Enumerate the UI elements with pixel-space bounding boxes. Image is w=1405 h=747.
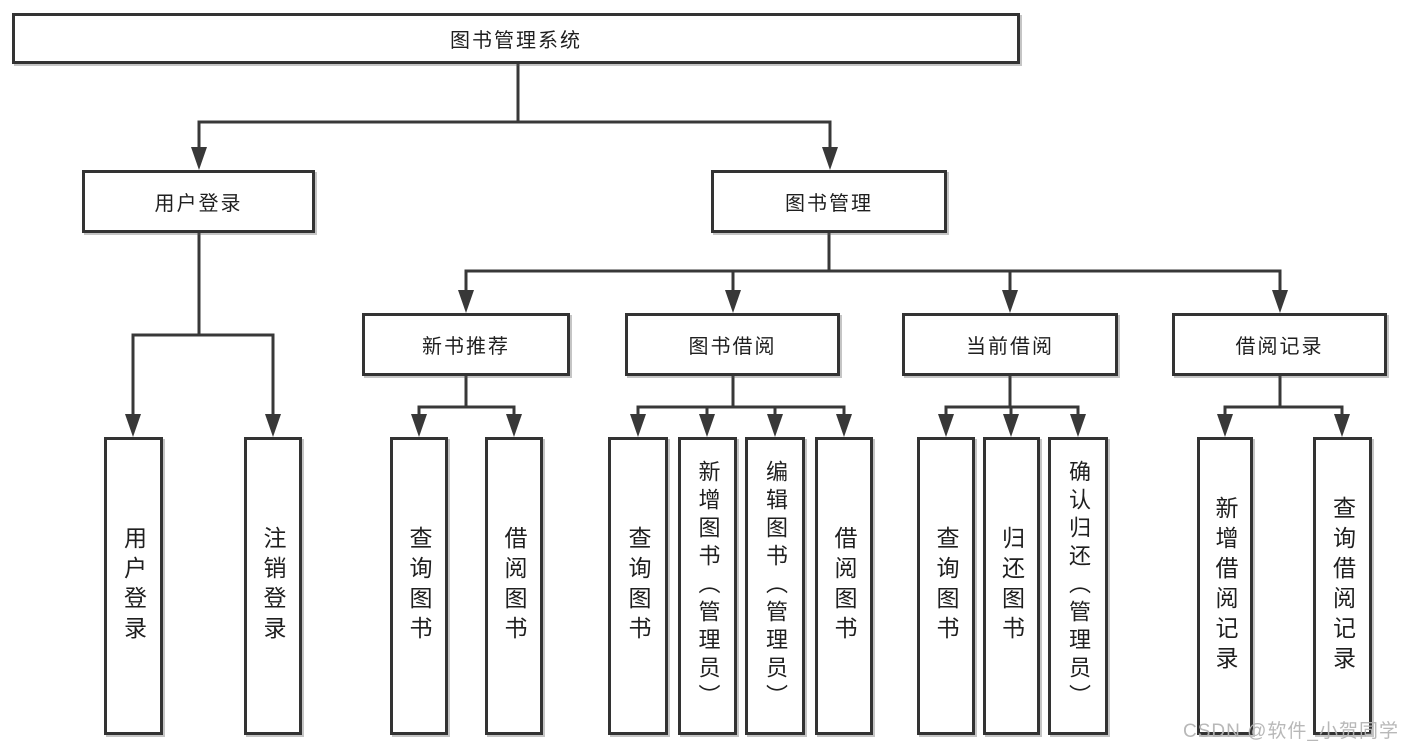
node-borrowing-records: 借阅记录 (1172, 313, 1387, 376)
leaf-borrow-books-label: 借阅图书 (831, 526, 857, 646)
node-new-book-recommendation: 新书推荐 (362, 313, 570, 376)
node-book-borrowing: 图书借阅 (625, 313, 840, 376)
leaf-query-borrow-record-label: 查询借阅记录 (1329, 496, 1356, 676)
node-library-system-label: 图书管理系统 (450, 30, 582, 52)
node-library-system: 图书管理系统 (12, 13, 1020, 64)
leaf-user-login-label: 用户登录 (120, 526, 147, 646)
leaf-query-books-borrow: 查询图书 (608, 437, 668, 735)
leaf-query-borrow-record: 查询借阅记录 (1313, 437, 1372, 735)
leaf-confirm-return-admin: 确认归还（管理员） (1048, 437, 1108, 735)
leaf-query-books-recommend: 查询图书 (390, 437, 448, 735)
leaf-return-books: 归还图书 (983, 437, 1040, 735)
leaf-add-borrow-record-label: 新增借阅记录 (1212, 496, 1238, 676)
leaf-logout: 注销登录 (244, 437, 302, 735)
leaf-query-books-current-label: 查询图书 (933, 526, 959, 646)
leaf-borrow-books: 借阅图书 (815, 437, 873, 735)
node-book-management: 图书管理 (711, 170, 947, 233)
leaf-return-books-label: 归还图书 (998, 526, 1025, 646)
leaf-logout-label: 注销登录 (260, 526, 286, 646)
node-borrowing-records-label: 借阅记录 (1235, 336, 1324, 358)
leaf-borrow-books-recommend-label: 借阅图书 (501, 526, 527, 646)
node-current-borrowing-label: 当前借阅 (966, 336, 1054, 358)
node-book-borrowing-label: 图书借阅 (688, 336, 777, 358)
node-book-management-label: 图书管理 (785, 193, 873, 215)
node-user-login: 用户登录 (82, 170, 315, 233)
leaf-borrow-books-recommend: 借阅图书 (485, 437, 543, 735)
node-current-borrowing: 当前借阅 (902, 313, 1118, 376)
leaf-add-books-admin-label: 新增图书（管理员） (695, 460, 721, 712)
leaf-query-books-borrow-label: 查询图书 (625, 526, 651, 646)
csdn-watermark: CSDN @软件_小贺同学 (1183, 721, 1399, 742)
leaf-add-borrow-record: 新增借阅记录 (1197, 437, 1253, 735)
leaf-confirm-return-admin-label: 确认归还（管理员） (1066, 460, 1091, 712)
leaf-query-books-recommend-label: 查询图书 (406, 526, 432, 646)
node-user-login-label: 用户登录 (154, 193, 243, 215)
leaf-add-books-admin: 新增图书（管理员） (678, 437, 737, 735)
leaf-edit-books-admin-label: 编辑图书（管理员） (763, 460, 788, 712)
leaf-user-login: 用户登录 (104, 437, 163, 735)
leaf-query-books-current: 查询图书 (917, 437, 975, 735)
leaf-edit-books-admin: 编辑图书（管理员） (745, 437, 805, 735)
node-new-book-recommendation-label: 新书推荐 (422, 336, 510, 358)
